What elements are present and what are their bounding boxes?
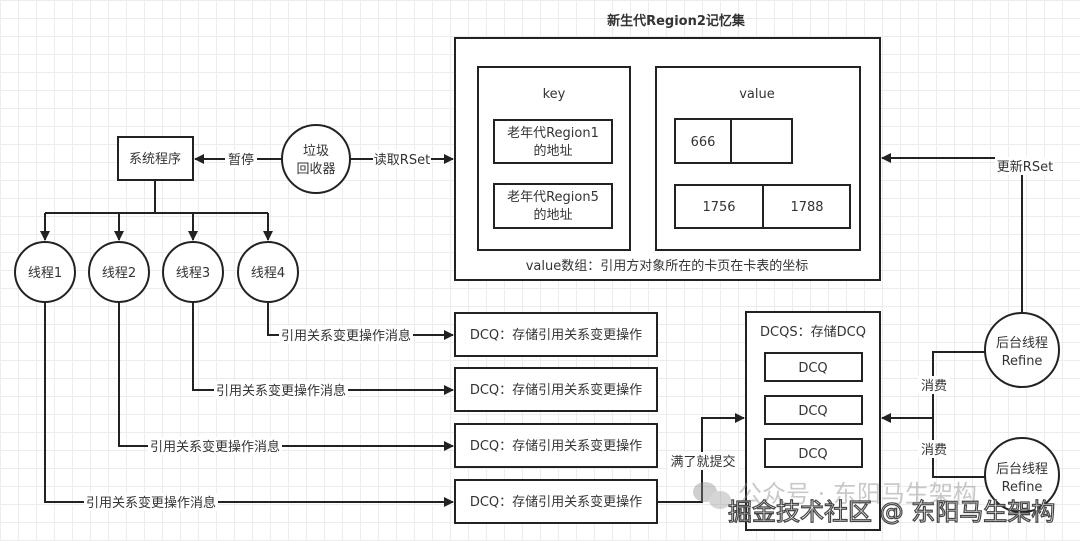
gc-label: 垃圾 (303, 144, 329, 159)
message-label: 引用关系变更操作消息 (86, 495, 216, 511)
thread-label: 线程3 (176, 266, 210, 281)
dcqs-item-label: DCQ (798, 404, 827, 419)
pause-label: 暂停 (228, 152, 254, 168)
thread-label: 线程1 (28, 266, 62, 281)
key-entry-line: 老年代Region1 (507, 126, 599, 141)
refine-label: Refine (1002, 354, 1043, 369)
value-cell: 666 (691, 135, 716, 150)
value-caption: value数组：引用方对象所在的卡页在卡表的坐标 (526, 258, 809, 274)
thread-3: 线程3 (162, 241, 224, 303)
key-label: key (543, 87, 566, 102)
watermark: 掘金技术社区 @ 东阳马生架构 (728, 498, 1055, 526)
consume-label: 消费 (921, 379, 947, 394)
value-label: value (739, 87, 775, 102)
dcq-box-label: DCQ：存储引用关系变更操作 (470, 494, 642, 510)
dcqs-item-label: DCQ (798, 447, 827, 462)
key-entry (493, 183, 613, 229)
dcqs-item: DCQ (764, 395, 863, 425)
value-array (674, 118, 793, 164)
dcq-box-label: DCQ：存储引用关系变更操作 (470, 438, 642, 454)
message-label: 引用关系变更操作消息 (281, 328, 411, 344)
dcq-box: DCQ：存储引用关系变更操作 (454, 312, 658, 357)
refine-thread: 后台线程 Refine (984, 437, 1060, 513)
dcqs-title: DCQS：存储DCQ (760, 325, 866, 340)
value-cell: 1756 (702, 200, 735, 215)
key-entry-line: 的地址 (533, 143, 572, 159)
key-entry-line: 老年代Region5 (507, 190, 599, 205)
dcqs-item: DCQ (764, 352, 863, 382)
message-label: 引用关系变更操作消息 (150, 439, 280, 455)
gc-circle (281, 124, 351, 194)
wechat-icon (693, 482, 731, 509)
message-label: 引用关系变更操作消息 (216, 383, 346, 399)
thread-2: 线程2 (88, 241, 150, 303)
refine-label: Refine (1002, 480, 1043, 495)
thread-label: 线程2 (102, 266, 136, 281)
refine-label: 后台线程 (996, 336, 1048, 351)
submit-label: 满了就提交 (670, 454, 735, 470)
dcqs-item-label: DCQ (798, 361, 827, 376)
read-rset-label: 读取RSet (374, 153, 430, 168)
consume-label: 消费 (921, 443, 947, 458)
dcq-box-label: DCQ：存储引用关系变更操作 (470, 382, 642, 398)
watermark: 公众号 · 东阳马生架构 (738, 480, 977, 508)
gc-label: 回收器 (296, 162, 335, 177)
thread-1: 线程1 (14, 241, 76, 303)
refine-thread: 后台线程 Refine (984, 312, 1060, 388)
thread-label: 线程4 (251, 266, 285, 281)
value-cell: 1788 (790, 200, 823, 215)
dcq-box: DCQ：存储引用关系变更操作 (454, 423, 658, 468)
dcqs-item: DCQ (764, 438, 863, 468)
refine-label: 后台线程 (996, 462, 1048, 477)
key-entry-line: 的地址 (533, 207, 572, 223)
dcq-box: DCQ：存储引用关系变更操作 (454, 479, 658, 524)
rset-title: 新生代Region2记忆集 (607, 13, 746, 29)
thread-4: 线程4 (237, 241, 299, 303)
dcq-box: DCQ：存储引用关系变更操作 (454, 367, 658, 412)
key-entry (493, 119, 613, 164)
update-rset-label: 更新RSet (997, 159, 1053, 175)
system-program-label: 系统程序 (129, 152, 181, 167)
dcq-box-label: DCQ：存储引用关系变更操作 (470, 327, 642, 343)
